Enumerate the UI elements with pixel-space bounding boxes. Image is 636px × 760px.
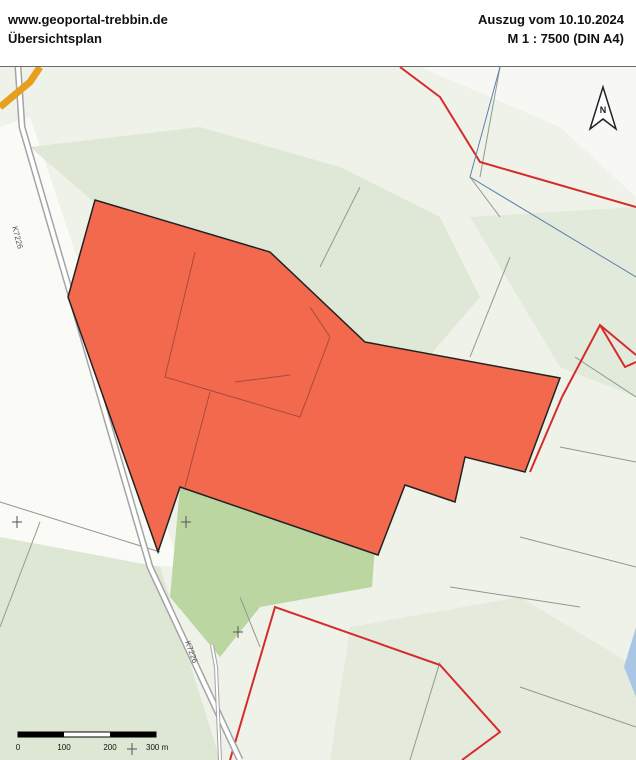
north-arrow-label: N	[600, 105, 607, 115]
side-path-inner	[211, 644, 221, 760]
survey-marker-icon	[127, 743, 137, 755]
parcel-lines	[0, 67, 636, 760]
open-field-north	[30, 67, 636, 197]
website-url[interactable]: www.geoportal-trebbin.de	[8, 12, 168, 27]
scale-label-0: 0	[16, 743, 21, 752]
meadow-area	[170, 487, 375, 657]
north-arrow-icon: N	[588, 84, 618, 132]
inner-parcel-lines	[164, 251, 331, 488]
extract-date: Auszug vom 10.10.2024	[478, 12, 624, 27]
scale-label-300: 300 m	[146, 743, 169, 752]
survey-marker-icon	[181, 516, 191, 528]
parcel-boundary	[229, 67, 636, 760]
scale-label-100: 100	[57, 743, 71, 752]
scale-bar: 0 100 200 300 m	[16, 731, 169, 752]
map-scale: M 1 : 7500 (DIN A4)	[507, 31, 624, 46]
map-canvas[interactable]: K7226 K7226 N	[0, 67, 636, 760]
survey-marker-icon	[12, 516, 22, 528]
highlighted-parcel[interactable]	[67, 199, 562, 556]
map-header: www.geoportal-trebbin.de Übersichtsplan …	[0, 0, 636, 67]
forest-area-southeast	[330, 597, 636, 760]
map-view[interactable]: K7226 K7226 N	[0, 67, 636, 760]
survey-marker-icons	[12, 516, 243, 755]
forest-area-east	[470, 207, 636, 397]
main-road	[0, 67, 43, 110]
survey-marker-icon	[233, 626, 243, 638]
plan-title: Übersichtsplan	[8, 31, 102, 46]
scale-label-200: 200	[103, 743, 117, 752]
water-body	[624, 627, 636, 697]
blue-boundary-line	[469, 67, 636, 278]
